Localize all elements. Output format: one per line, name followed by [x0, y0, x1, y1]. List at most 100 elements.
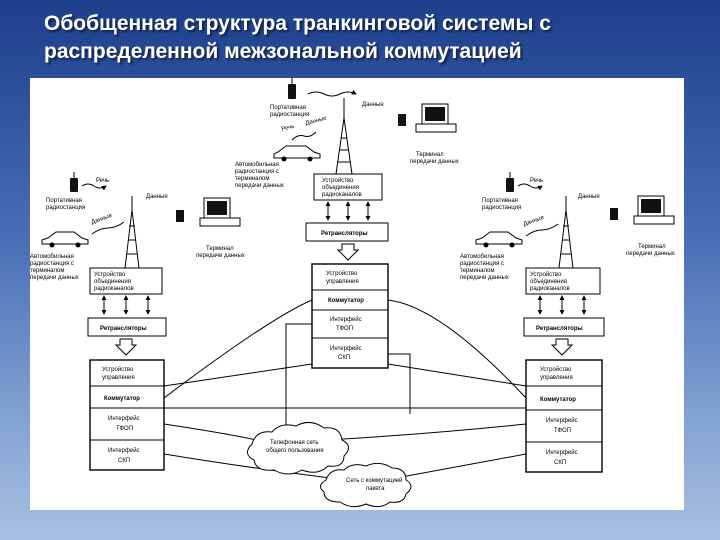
- left-antenna-tower-icon: [124, 196, 140, 269]
- left-data-label-1: Данные: [146, 194, 168, 200]
- center-vehicle-label-3: терминалом: [235, 176, 270, 182]
- center-control-label-2: управления: [326, 279, 359, 285]
- left-pstn-label-1: Интерфейс: [108, 415, 140, 422]
- center-skp-label-2: СКП: [338, 355, 350, 361]
- left-control-label-2: управления: [102, 375, 135, 381]
- center-data-wave: [307, 89, 357, 97]
- left-unit-label-2: объединения: [94, 279, 131, 285]
- packet-cloud: Сеть с коммутацией пакета: [320, 462, 412, 508]
- left-terminal-label-1: Терминал: [206, 246, 234, 252]
- right-control-label-1: Устройство: [540, 366, 572, 373]
- right-vehicle-label-1: Автомобильная: [460, 254, 504, 260]
- center-control-label-1: Устройство: [326, 270, 358, 277]
- slide-title-line-1: Обобщенная структура транкинговой систем…: [44, 12, 551, 35]
- pstn-cloud: Телефонная сеть общего пользования: [247, 422, 349, 475]
- right-portable-label-2: радиостанция: [482, 205, 521, 211]
- left-control-label-1: Устройство: [102, 366, 134, 373]
- right-terminal-label-1: Терминал: [638, 244, 666, 250]
- center-unit-label-2: объединения: [322, 185, 359, 191]
- trunking-diagram: Портативная радиостанция Данные Речь Дан…: [30, 78, 675, 508]
- center-data-label: Данные: [362, 102, 384, 108]
- center-vehicle-label-4: передачи данных: [235, 183, 284, 189]
- right-skp-label-1: Интерфейс: [546, 449, 578, 456]
- left-vehicle-label-4: передачи данных: [30, 275, 79, 281]
- center-terminal-label-2: передачи данных: [410, 159, 459, 165]
- left-portable-label-2: радиостанция: [46, 205, 85, 211]
- left-skp-label-2: СКП: [118, 458, 130, 464]
- right-car-icon: [475, 231, 523, 248]
- center-repeaters-label: Ретрансляторы: [321, 231, 368, 237]
- right-computer-icon: [610, 195, 675, 225]
- left-terminal-label-2: передачи данных: [196, 253, 245, 259]
- left-data-label-2: Данные: [91, 213, 114, 226]
- right-pstn-label-1: Интерфейс: [546, 417, 578, 424]
- left-vehicle-label-3: терминалом: [30, 268, 65, 274]
- center-site: Портативная радиостанция Данные Речь Дан…: [235, 78, 459, 369]
- left-vehicle-label-2: радиостанция с: [30, 261, 74, 267]
- right-data-label-1: Данные: [578, 194, 600, 200]
- right-speech-label: Речь: [530, 178, 543, 184]
- center-portable-label-1: Портативная: [270, 105, 306, 111]
- diagram-panel: Портативная радиостанция Данные Речь Дан…: [30, 78, 684, 510]
- center-repeaters-box: [305, 222, 389, 242]
- left-repeaters-label: Ретрансляторы: [100, 326, 147, 332]
- right-controller-stack: [525, 359, 603, 473]
- center-pstn-label-2: ТФОП: [336, 326, 353, 332]
- center-terminal-label-1: Терминал: [416, 152, 444, 158]
- center-car-icon: [273, 145, 321, 162]
- left-unit-label-1: Устройство: [94, 271, 126, 278]
- slide-title-line-2: распределенной межзональной коммутацией: [44, 40, 522, 63]
- left-car-icon: [41, 231, 89, 248]
- right-repeaters-label: Ретрансляторы: [536, 326, 583, 332]
- center-unit-label-3: радиоканалов: [322, 192, 362, 198]
- interconnect-lines: [163, 299, 527, 479]
- left-combiner-box: [89, 267, 163, 295]
- right-combiner-box: [525, 267, 601, 295]
- left-pstn-label-2: ТФОП: [116, 426, 133, 432]
- left-portable-label-1: Портативная: [46, 198, 82, 204]
- left-site: Портативная радиостанция Речь Данные Дан…: [30, 172, 245, 471]
- right-vehicle-label-2: радиостанция с: [460, 261, 504, 267]
- packet-cloud-label-1: Сеть с коммутацией: [346, 477, 403, 484]
- center-antenna-tower-icon: [335, 98, 353, 175]
- right-control-label-2: управления: [540, 375, 573, 381]
- slide-title: Обобщенная структура транкинговой систем…: [44, 10, 684, 66]
- center-portable-radio-icon: [288, 78, 296, 99]
- center-switch-label: Коммутатор: [328, 298, 364, 304]
- left-portable-radio-icon: [70, 172, 78, 192]
- right-antenna-tower-icon: [558, 196, 574, 269]
- right-site: Портативная радиостанция Речь Данные Дан…: [460, 172, 675, 473]
- center-data-label-2: Данные: [305, 115, 328, 127]
- right-repeaters-box: [523, 317, 605, 337]
- right-portable-label-1: Портативная: [482, 198, 518, 204]
- left-computer-icon: [176, 197, 241, 227]
- center-skp-label-1: Интерфейс: [330, 345, 362, 352]
- right-pstn-label-2: ТФОП: [554, 428, 571, 434]
- center-combiner-box: [313, 173, 383, 201]
- center-speech-label: Речь: [281, 124, 295, 133]
- center-portable-label-2: радиостанция: [270, 112, 309, 118]
- pstn-cloud-label-1: Телефонная сеть: [270, 440, 318, 446]
- right-switch-label: Коммутатор: [540, 397, 576, 403]
- right-unit-label-2: объединения: [530, 279, 567, 285]
- center-unit-label-1: Устройство: [322, 177, 354, 184]
- right-terminal-label-2: передачи данных: [626, 251, 675, 257]
- center-pstn-label-1: Интерфейс: [330, 316, 362, 323]
- center-vehicle-label-1: Автомобильная: [235, 162, 279, 168]
- pstn-cloud-label-2: общего пользования: [266, 448, 324, 454]
- right-unit-label-3: радиоканалов: [530, 286, 570, 292]
- center-speech-wave: [291, 131, 317, 141]
- left-switch-label: Коммутатор: [104, 396, 140, 402]
- right-skp-label-2: СКП: [554, 460, 566, 466]
- left-controller-stack: [89, 359, 165, 471]
- left-speech-label: Речь: [96, 178, 109, 184]
- left-repeaters-box: [87, 317, 167, 337]
- left-skp-label-1: Интерфейс: [108, 447, 140, 454]
- right-vehicle-label-3: терминалом: [460, 268, 495, 274]
- center-vehicle-label-2: радиостанция с: [235, 169, 279, 175]
- right-vehicle-label-4: передачи данных: [460, 275, 509, 281]
- right-portable-radio-icon: [506, 172, 514, 192]
- left-unit-label-3: радиоканалов: [94, 286, 134, 292]
- center-controller-stack: [311, 263, 389, 369]
- center-computer-icon: [398, 103, 457, 133]
